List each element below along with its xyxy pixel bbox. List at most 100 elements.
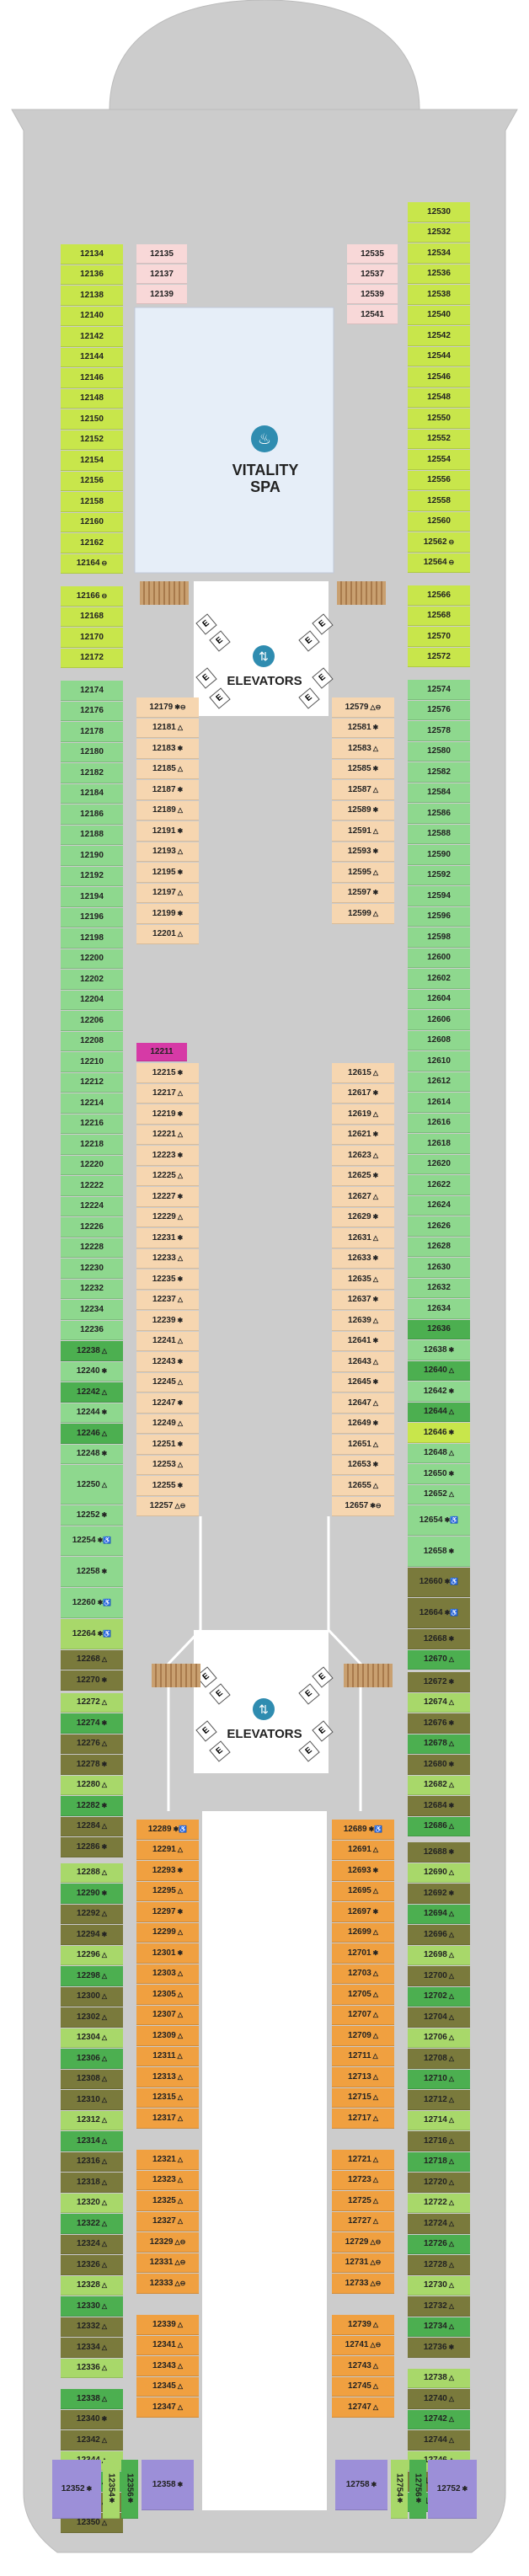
cabin-12740[interactable]: 12740△	[408, 2389, 470, 2409]
cabin-12309[interactable]: 12309△	[136, 2026, 199, 2046]
cabin-12585[interactable]: 12585✱	[332, 759, 394, 779]
cabin-12320[interactable]: 12320△	[61, 2193, 123, 2213]
cabin-12608[interactable]: 12608	[408, 1030, 470, 1050]
cabin-12174[interactable]: 12174	[61, 681, 123, 701]
cabin-12181[interactable]: 12181△	[136, 718, 199, 738]
cabin-12227[interactable]: 12227✱	[136, 1187, 199, 1207]
cabin-12592[interactable]: 12592	[408, 865, 470, 885]
cabin-12708[interactable]: 12708△	[408, 2049, 470, 2069]
cabin-12199[interactable]: 12199✱	[136, 904, 199, 924]
cabin-12356[interactable]: 12356✱	[121, 2460, 138, 2519]
cabin-12239[interactable]: 12239✱	[136, 1311, 199, 1331]
cabin-12182[interactable]: 12182	[61, 763, 123, 783]
cabin-12548[interactable]: 12548	[408, 387, 470, 408]
cabin-12183[interactable]: 12183✱	[136, 739, 199, 759]
cabin-12326[interactable]: 12326△	[61, 2255, 123, 2275]
cabin-12564[interactable]: 12564⊖	[408, 553, 470, 573]
cabin-12191[interactable]: 12191✱	[136, 821, 199, 842]
cabin-12616[interactable]: 12616	[408, 1113, 470, 1133]
cabin-12646[interactable]: 12646✱	[408, 1423, 470, 1443]
cabin-12598[interactable]: 12598	[408, 927, 470, 948]
cabin-12636[interactable]: 12636	[408, 1319, 470, 1339]
cabin-12632[interactable]: 12632	[408, 1278, 470, 1298]
cabin-12201[interactable]: 12201△	[136, 924, 199, 944]
cabin-12589[interactable]: 12589✱	[332, 800, 394, 820]
cabin-12587[interactable]: 12587△	[332, 780, 394, 800]
cabin-12210[interactable]: 12210	[61, 1052, 123, 1072]
cabin-12187[interactable]: 12187✱	[136, 780, 199, 800]
cabin-12305[interactable]: 12305△	[136, 1985, 199, 2005]
cabin-12220[interactable]: 12220	[61, 1155, 123, 1175]
cabin-12198[interactable]: 12198	[61, 928, 123, 949]
cabin-12596[interactable]: 12596	[408, 906, 470, 927]
cabin-12178[interactable]: 12178	[61, 722, 123, 742]
cabin-12158[interactable]: 12158	[61, 492, 123, 512]
cabin-12670[interactable]: 12670△	[408, 1649, 470, 1670]
cabin-12238[interactable]: 12238△	[61, 1341, 123, 1361]
cabin-12352[interactable]: 12352✱	[52, 2460, 101, 2519]
cabin-12354[interactable]: 12354✱	[103, 2460, 120, 2519]
cabin-12218[interactable]: 12218	[61, 1135, 123, 1155]
cabin-12583[interactable]: 12583△	[332, 739, 394, 759]
cabin-12334[interactable]: 12334△	[61, 2338, 123, 2358]
cabin-12606[interactable]: 12606	[408, 1010, 470, 1030]
cabin-12635[interactable]: 12635△	[332, 1269, 394, 1290]
cabin-12705[interactable]: 12705△	[332, 1985, 394, 2005]
cabin-12738[interactable]: 12738△	[408, 2368, 470, 2388]
cabin-12251[interactable]: 12251✱	[136, 1435, 199, 1455]
cabin-12293[interactable]: 12293✱	[136, 1861, 199, 1881]
cabin-12214[interactable]: 12214	[61, 1093, 123, 1114]
cabin-12312[interactable]: 12312△	[61, 2110, 123, 2130]
cabin-12718[interactable]: 12718△	[408, 2151, 470, 2172]
cabin-12180[interactable]: 12180	[61, 742, 123, 762]
cabin-12135[interactable]: 12135	[136, 244, 187, 264]
cabin-12146[interactable]: 12146	[61, 368, 123, 388]
cabin-12317[interactable]: 12317△	[136, 2108, 199, 2129]
cabin-12195[interactable]: 12195✱	[136, 863, 199, 883]
cabin-12244[interactable]: 12244✱	[61, 1403, 123, 1423]
cabin-12535[interactable]: 12535	[347, 244, 398, 264]
cabin-12156[interactable]: 12156	[61, 471, 123, 491]
cabin-12707[interactable]: 12707△	[332, 2005, 394, 2025]
cabin-12246[interactable]: 12246△	[61, 1424, 123, 1444]
cabin-12189[interactable]: 12189△	[136, 800, 199, 820]
cabin-12544[interactable]: 12544	[408, 346, 470, 366]
cabin-12208[interactable]: 12208	[61, 1031, 123, 1051]
cabin-12554[interactable]: 12554	[408, 450, 470, 470]
cabin-12299[interactable]: 12299△	[136, 1922, 199, 1943]
cabin-12249[interactable]: 12249△	[136, 1414, 199, 1434]
cabin-12653[interactable]: 12653✱	[332, 1455, 394, 1475]
cabin-12300[interactable]: 12300△	[61, 1986, 123, 2007]
cabin-12539[interactable]: 12539	[347, 285, 398, 304]
cabin-12652[interactable]: 12652△	[408, 1484, 470, 1504]
cabin-12699[interactable]: 12699△	[332, 1922, 394, 1943]
cabin-12625[interactable]: 12625✱	[332, 1166, 394, 1186]
cabin-12700[interactable]: 12700△	[408, 1966, 470, 1986]
cabin-12272[interactable]: 12272△	[61, 1692, 123, 1713]
cabin-12138[interactable]: 12138	[61, 286, 123, 306]
cabin-12668[interactable]: 12668✱	[408, 1629, 470, 1649]
cabin-12179[interactable]: 12179✱⊖	[136, 697, 199, 718]
cabin-12291[interactable]: 12291△	[136, 1840, 199, 1860]
cabin-12703[interactable]: 12703△	[332, 1964, 394, 1984]
cabin-12648[interactable]: 12648△	[408, 1443, 470, 1463]
cabin-12733[interactable]: 12733△⊖	[332, 2274, 394, 2294]
cabin-12316[interactable]: 12316△	[61, 2151, 123, 2172]
cabin-12254[interactable]: 12254✱♿	[61, 1526, 123, 1557]
cabin-12289[interactable]: 12289✱♿	[136, 1820, 199, 1840]
cabin-12137[interactable]: 12137	[136, 265, 187, 284]
cabin-12240[interactable]: 12240✱	[61, 1361, 123, 1382]
cabin-12142[interactable]: 12142	[61, 327, 123, 347]
cabin-12298[interactable]: 12298△	[61, 1966, 123, 1986]
cabin-12282[interactable]: 12282✱	[61, 1796, 123, 1816]
cabin-12204[interactable]: 12204	[61, 990, 123, 1010]
cabin-12556[interactable]: 12556	[408, 470, 470, 490]
cabin-12546[interactable]: 12546	[408, 367, 470, 387]
cabin-12709[interactable]: 12709△	[332, 2026, 394, 2046]
cabin-12704[interactable]: 12704△	[408, 2007, 470, 2028]
cabin-12682[interactable]: 12682△	[408, 1775, 470, 1795]
cabin-12712[interactable]: 12712△	[408, 2090, 470, 2110]
cabin-12572[interactable]: 12572	[408, 647, 470, 667]
cabin-12332[interactable]: 12332△	[61, 2317, 123, 2337]
cabin-12347[interactable]: 12347△	[136, 2397, 199, 2418]
